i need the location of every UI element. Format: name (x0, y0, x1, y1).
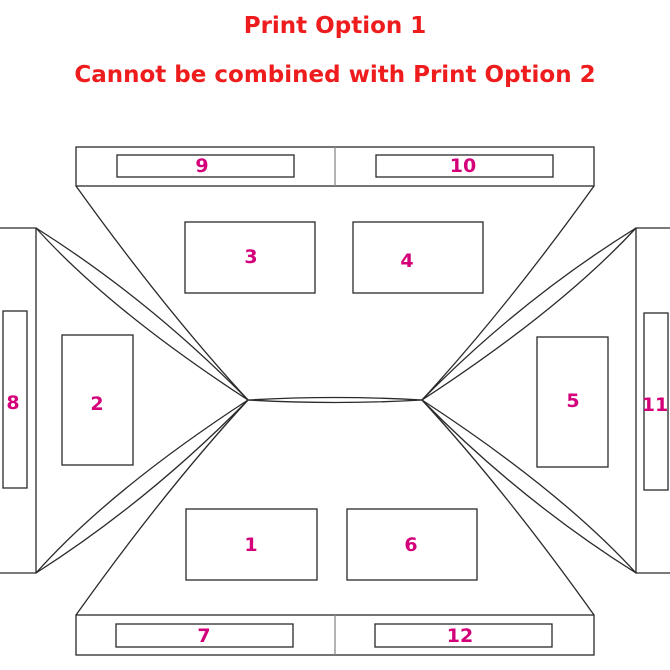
canopy-edge-left-bottom-b (35, 399, 249, 574)
center-hub-top-edge (247, 396, 423, 401)
print-area-box-3 (184, 221, 316, 294)
print-area-label-6: 6 (404, 534, 417, 556)
canopy-edge-right-bottom-b (421, 399, 637, 574)
canopy-edge-top-left (75, 185, 249, 401)
print-area-label-1: 1 (244, 534, 257, 556)
print-area-box-8 (2, 310, 28, 489)
print-area-box-1 (185, 508, 318, 581)
print-area-label-4: 4 (400, 250, 413, 272)
canopy-edge-left-bottom-a (35, 399, 249, 574)
canopy-edge-top-right (421, 185, 595, 401)
canopy-edge-bottom-right (421, 399, 595, 616)
canopy-edge-bottom-left (75, 399, 249, 616)
print-area-label-2: 2 (90, 393, 103, 415)
print-area-label-7: 7 (197, 625, 210, 647)
print-area-box-7 (115, 623, 294, 648)
canopy-edge-right-bottom-a (421, 399, 637, 574)
print-area-box-5 (536, 336, 609, 468)
diagram-title: Print Option 1 (243, 13, 427, 39)
print-area-label-12: 12 (447, 625, 473, 647)
print-area-label-8: 8 (6, 392, 19, 414)
print-area-label-3: 3 (244, 246, 257, 268)
print-area-label-11: 11 (642, 394, 668, 416)
print-area-label-10: 10 (450, 155, 476, 177)
print-area-label-9: 9 (195, 155, 208, 177)
print-area-label-5: 5 (566, 390, 579, 412)
canopy-edge-right-top-a (421, 227, 637, 401)
canopy-edge-right-top-b (421, 227, 637, 401)
left-valance-panel (0, 227, 37, 574)
center-hub-bottom-edge (247, 399, 423, 404)
diagram-subtitle: Cannot be combined with Print Option 2 (74, 62, 596, 88)
canopy-edge-left-top-b (35, 227, 249, 401)
print-area-box-4 (352, 221, 484, 294)
print-area-box-6 (346, 508, 478, 581)
print-area-box-11 (643, 312, 669, 491)
print-area-box-12 (374, 623, 553, 648)
canopy-edge-left-top-a (35, 227, 249, 401)
print-area-box-2 (61, 334, 134, 466)
print-area-box-9 (116, 154, 295, 178)
right-valance-panel (635, 227, 670, 574)
print-area-box-10 (375, 154, 554, 178)
